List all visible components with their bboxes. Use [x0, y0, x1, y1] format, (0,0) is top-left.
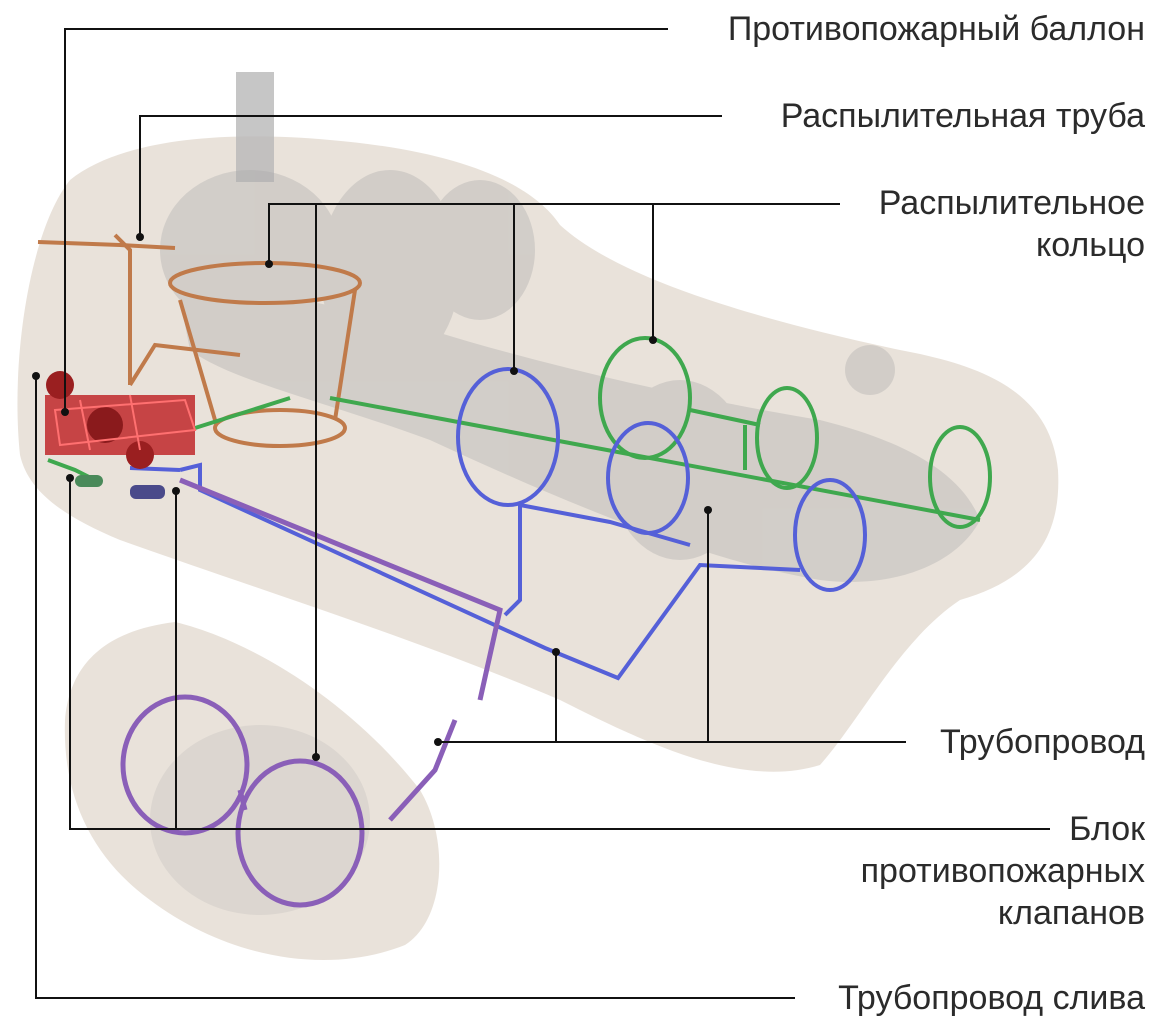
exhaust-stack [236, 72, 274, 182]
label-pipeline: Трубопровод [940, 721, 1145, 763]
label-spray-ring-line1: Распылительное [879, 182, 1145, 224]
label-valve-block-line2: противопожарных [861, 850, 1145, 892]
label-valve-block-line1: Блок [861, 808, 1145, 850]
label-drain-pipeline: Трубопровод слива [838, 977, 1145, 1019]
label-spray-ring-line2: кольцо [879, 224, 1145, 266]
label-spray-ring: Распылительное кольцо [879, 182, 1145, 266]
label-valve-block: Блок противопожарных клапанов [861, 808, 1145, 934]
label-spray-pipe: Распылительная труба [781, 95, 1145, 137]
label-fire-bottle: Противопожарный баллон [728, 8, 1145, 50]
label-valve-block-line3: клапанов [861, 892, 1145, 934]
